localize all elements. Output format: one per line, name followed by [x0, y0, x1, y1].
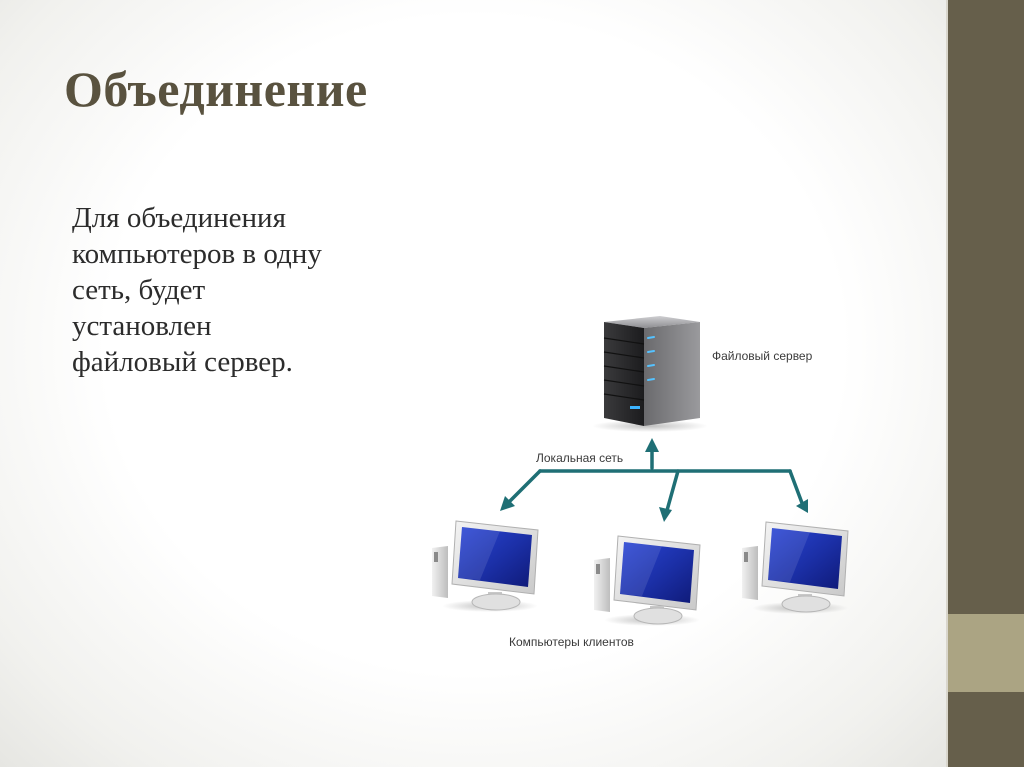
client-computer-icon [432, 520, 539, 612]
server-label: Файловый сервер [712, 349, 813, 363]
body-line: Для объединения [72, 202, 286, 234]
decorative-sidebar-accent [948, 614, 1024, 692]
client-computer-icon [594, 535, 701, 626]
slide-canvas: Объединение Для объединения компьютеров … [0, 0, 948, 767]
clients-label: Компьютеры клиентов [509, 635, 634, 649]
client-computer-icon [742, 521, 849, 614]
body-line: файловый сервер. [72, 346, 293, 378]
network-connections [506, 446, 804, 516]
network-label: Локальная сеть [536, 451, 623, 465]
body-line: сеть, будет [72, 274, 206, 306]
body-line: установлен [72, 310, 212, 342]
network-arrowheads [500, 438, 808, 522]
slide-body-text: Для объединения компьютеров в одну сеть,… [72, 200, 372, 380]
sidebar-border [946, 0, 948, 767]
network-diagram: Файловый сервер Локальная сеть [432, 316, 849, 649]
body-line: компьютеров в одну [72, 238, 322, 270]
slide-title: Объединение [64, 61, 368, 117]
server-icon [592, 316, 708, 432]
